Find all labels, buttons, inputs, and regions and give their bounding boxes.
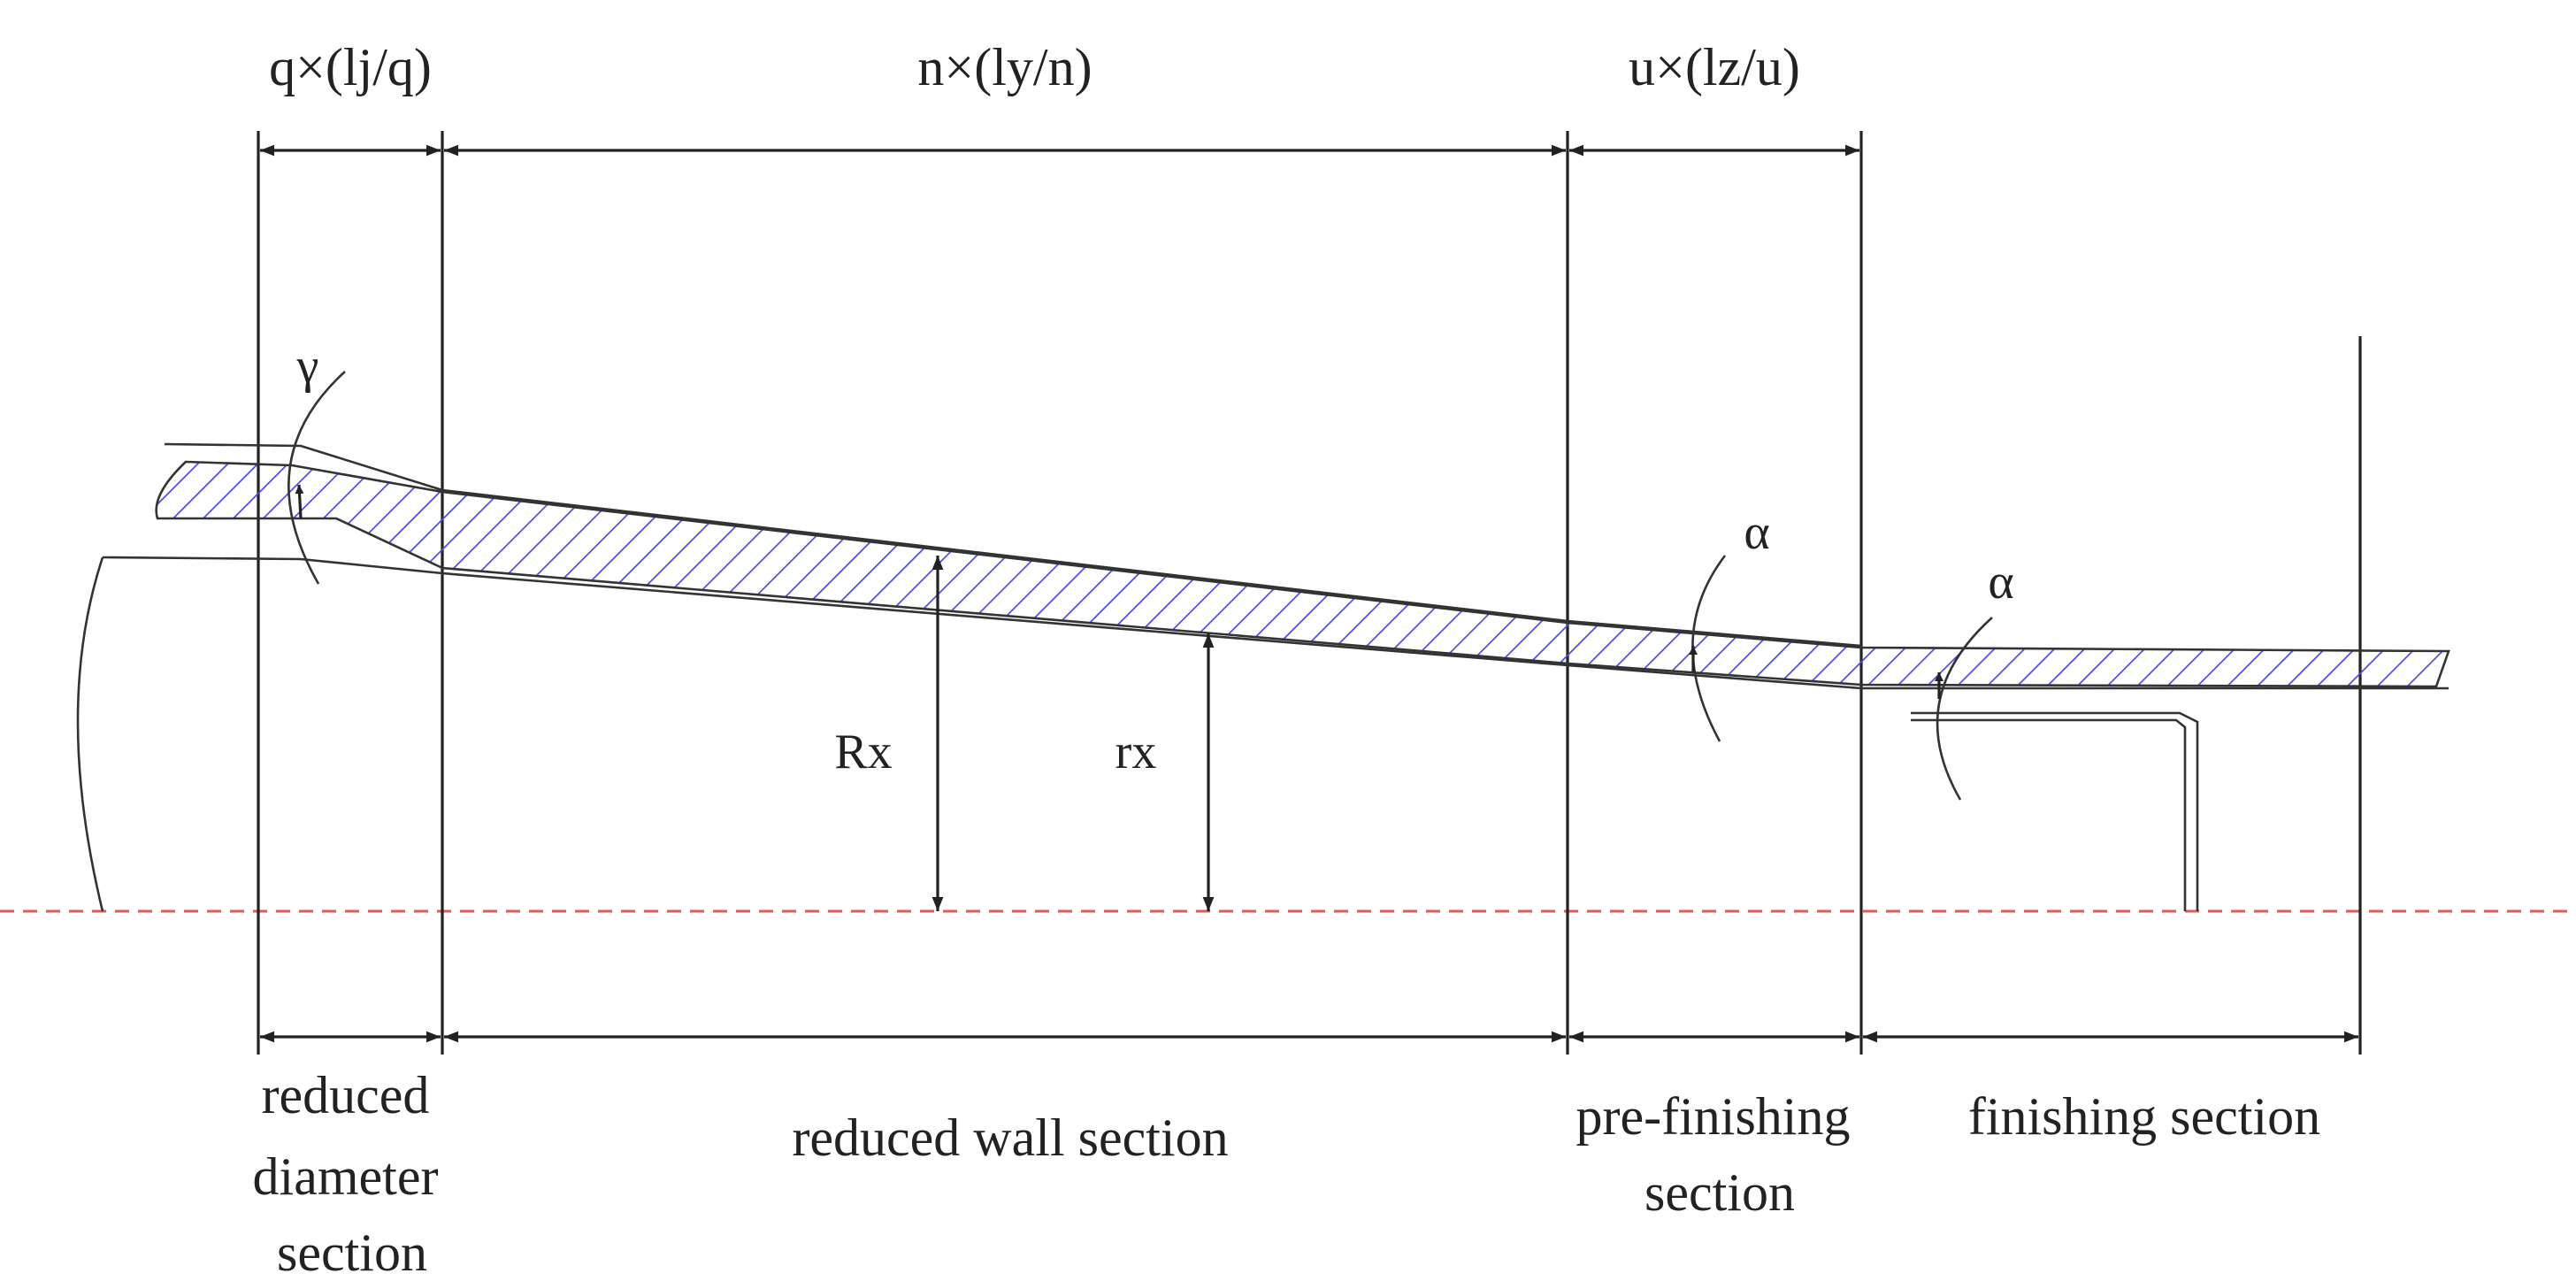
gamma-arrow-up <box>295 484 304 519</box>
mandrel-nose-curve <box>76 556 104 912</box>
tube-wall-hatched <box>155 460 2450 688</box>
gamma-label: γ <box>296 339 319 394</box>
alpha-label-2: α <box>1988 555 2013 610</box>
gamma-angle-arc <box>288 371 346 585</box>
outer-radius-label: Rx <box>834 725 892 779</box>
mandrel-outline <box>102 556 2449 690</box>
section-label-reduced-wall: reduced wall section <box>792 1108 1228 1167</box>
section-label-finishing: finishing section <box>1968 1087 2320 1146</box>
alpha-angle-arc-1 <box>1691 555 1727 742</box>
roll-groove-outline <box>164 442 1862 648</box>
inner-radius-label: rx <box>1116 725 1157 779</box>
dim-label-reduced-wall: n×(ly/n) <box>917 38 1092 96</box>
mandrel-rod-inner <box>1911 718 2187 911</box>
section-label-reduced-diameter: reduced diameter section <box>253 1066 452 1281</box>
section-label-pre-finishing: pre-finishing section <box>1576 1087 1864 1222</box>
alpha-angle-arc-2 <box>1936 617 1993 801</box>
alpha-label-1: α <box>1744 505 1769 560</box>
mandrel-rod <box>1911 711 2199 911</box>
dim-label-reduced-diameter: q×(lj/q) <box>269 38 432 96</box>
dim-label-pre-finishing: u×(lz/u) <box>1629 38 1800 96</box>
